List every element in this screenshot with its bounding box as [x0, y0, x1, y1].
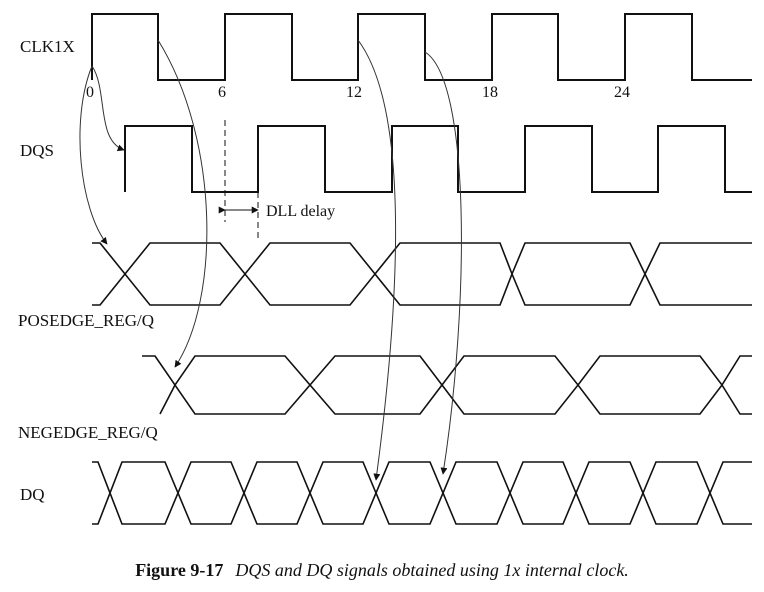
tick-6: 6	[218, 84, 226, 101]
timing-diagram: CLK1X DQS POSEDGE_REG/Q NEGEDGE_REG/Q DQ…	[18, 13, 752, 525]
tick-12: 12	[346, 84, 362, 101]
figure-caption: Figure 9-17 DQS and DQ signals obtained u…	[0, 560, 764, 581]
clk1x-waveform	[91, 13, 752, 81]
negedge-data-eye	[142, 355, 752, 415]
posedge-data-eye	[92, 242, 752, 306]
clk-to-posedge-arc	[79, 65, 108, 245]
negedge-label: NEGEDGE_REG/Q	[18, 423, 158, 442]
dll-delay-label: DLL delay	[266, 203, 335, 220]
clk-to-negedge-arc	[157, 39, 208, 368]
clk-to-dq-arc-2	[424, 51, 462, 475]
clk-to-dqs-arc	[91, 65, 125, 152]
clk-to-dq-arc-1	[357, 39, 397, 481]
tick-24: 24	[614, 84, 630, 101]
tick-18: 18	[482, 84, 498, 101]
dq-data-eye	[92, 461, 752, 525]
figure-caption-text: DQS and DQ signals obtained using 1x int…	[235, 560, 629, 580]
figure-number: Figure 9-17	[135, 560, 224, 580]
clk-label: CLK1X	[20, 37, 75, 56]
dqs-label: DQS	[20, 141, 54, 160]
dqs-waveform	[124, 125, 752, 193]
tick-0: 0	[86, 84, 94, 101]
dq-label: DQ	[20, 485, 45, 504]
posedge-label: POSEDGE_REG/Q	[18, 311, 154, 330]
